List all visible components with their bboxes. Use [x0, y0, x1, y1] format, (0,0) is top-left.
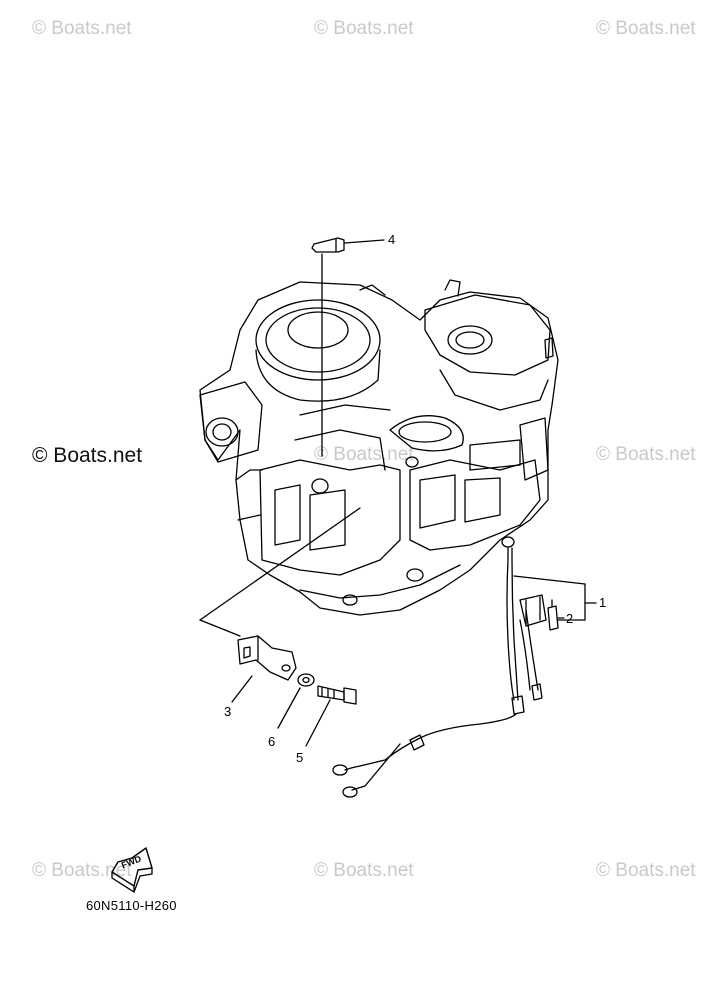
watermark: © Boats.net — [596, 18, 696, 39]
part-3-bracket — [231, 635, 297, 703]
callout-4: 4 — [388, 232, 396, 247]
fwd-arrow-icon — [111, 847, 153, 893]
engine-block — [199, 279, 559, 616]
watermark: © Boats.net — [32, 860, 132, 881]
callout-2: 2 — [566, 611, 574, 626]
part-1-wire-harness — [332, 536, 597, 798]
watermark: © Boats.net — [314, 444, 414, 465]
callout-5: 5 — [296, 750, 304, 765]
watermark: © Boats.net — [596, 444, 696, 465]
watermark: © Boats.net — [314, 18, 414, 39]
callout-1: 1 — [599, 595, 607, 610]
callout-6: 6 — [268, 734, 276, 749]
part-5-bolt — [305, 685, 357, 747]
part-2-terminal — [547, 599, 565, 631]
watermark: © Boats.net — [32, 18, 132, 39]
watermark: © Boats.net — [596, 860, 696, 881]
watermark: © Boats.net — [314, 860, 414, 881]
part-6-washer — [277, 673, 315, 729]
part-4-connector — [311, 237, 385, 457]
watermark-main: © Boats.net — [32, 444, 143, 467]
callout-3: 3 — [224, 704, 232, 719]
part-code: 60N5110-H260 — [86, 898, 177, 913]
